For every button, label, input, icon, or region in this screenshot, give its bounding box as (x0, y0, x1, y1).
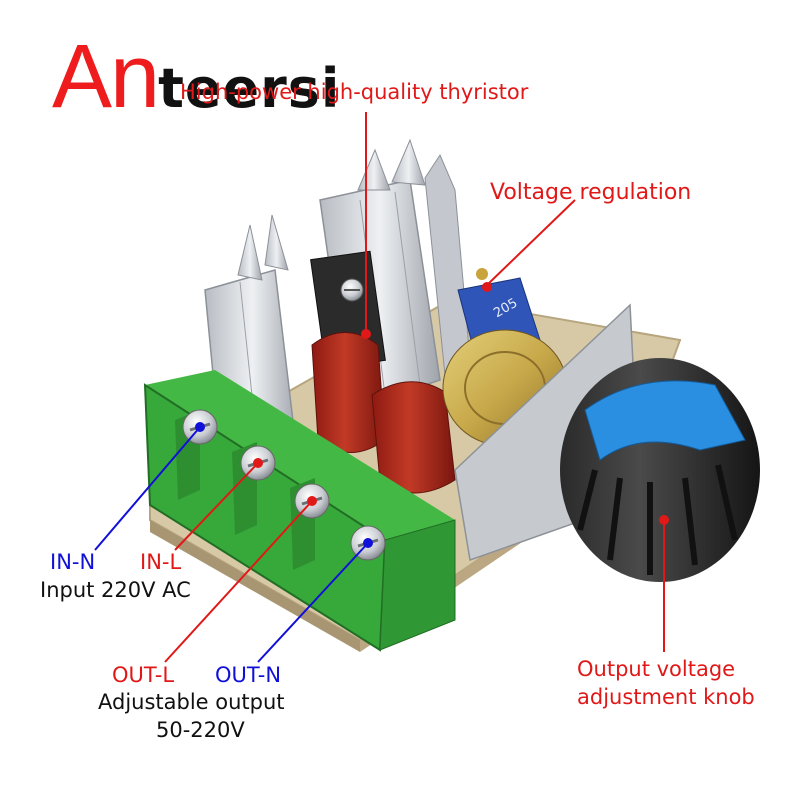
brand-watermark: Anteersi (52, 32, 340, 122)
voltage-regulation-label: Voltage regulation (490, 180, 692, 205)
capacitor-left (311, 332, 386, 453)
knob-label-line2: adjustment knob (577, 685, 755, 709)
out-n-label: OUT-N (215, 663, 282, 687)
output-description: Adjustable output (98, 690, 285, 714)
output-range: 50-220V (156, 718, 245, 742)
knob-label-line1: Output voltage (577, 657, 736, 681)
thyristor-label: High-power high-quality thyristor (180, 80, 529, 104)
adjustment-knob (560, 358, 760, 582)
in-n-label: IN-N (50, 550, 96, 574)
callout-lines (94, 112, 669, 663)
in-l-label: IN-L (140, 550, 182, 574)
brand-rest: teersi (158, 57, 341, 120)
out-l-label: OUT-L (112, 663, 175, 687)
input-description: Input 220V AC (40, 578, 191, 602)
brand-initial: An (52, 27, 160, 127)
